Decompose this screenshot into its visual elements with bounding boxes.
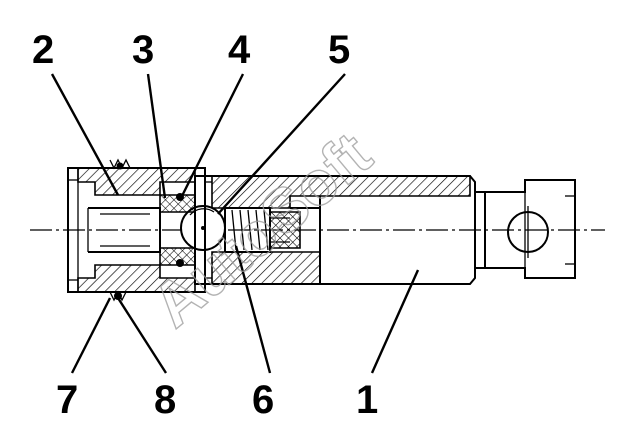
leader-line-6 [234,245,272,374]
callout-8: 8 [154,378,176,422]
leader-line-4 [180,73,245,197]
callout-2: 2 [32,28,54,72]
leader-line-1 [370,269,420,374]
callout-1: 1 [356,378,378,422]
leader-line-3 [146,73,167,199]
leader-line-5 [217,73,346,215]
leader-line-2 [50,73,120,196]
callout-3: 3 [132,28,154,72]
leader-line-7 [70,297,112,374]
callout-4: 4 [228,28,251,72]
spring-chamber-part-6 [224,207,301,253]
callout-5: 5 [328,28,350,72]
callout-7: 7 [56,378,78,422]
leader-line-8 [116,297,168,374]
callout-6: 6 [252,378,274,422]
